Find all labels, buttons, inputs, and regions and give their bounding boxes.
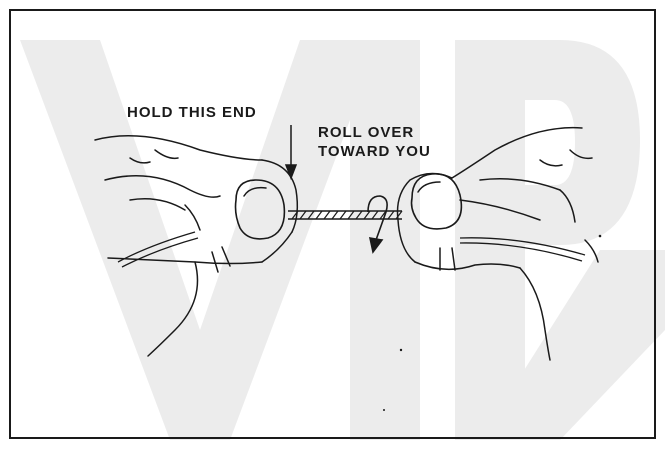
hold-this-end-label: HOLD THIS END [127,104,257,121]
down-arrow-icon [284,125,298,181]
frame-border [9,9,656,439]
paper-specks [383,234,602,411]
curved-roll-arrow-icon [367,195,388,254]
watermark-vip [20,40,665,440]
roll-over-label: ROLL OVER [318,124,415,141]
toward-you-label: TOWARD YOU [318,143,431,160]
left-hand [94,135,299,357]
right-hand [396,126,599,361]
